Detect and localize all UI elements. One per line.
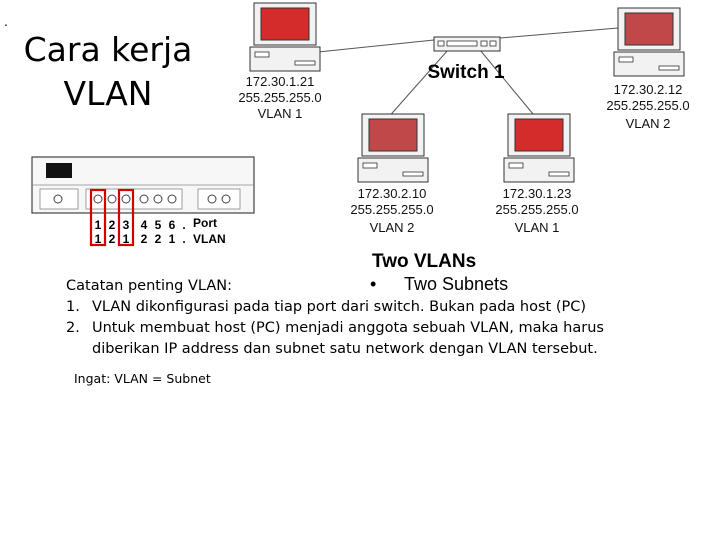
highlight-box-port-3: [117, 188, 135, 247]
link-host-3: [385, 49, 449, 121]
port-number: 2: [109, 218, 116, 232]
link-host-1: [317, 39, 435, 53]
host-2-vlan: VLAN 2: [626, 116, 671, 131]
host-1-vlan: VLAN 1: [258, 106, 303, 121]
port-number: 5: [155, 218, 162, 232]
notes-heading: Catatan penting VLAN:: [66, 278, 232, 294]
highlight-box-port-1: [89, 188, 107, 247]
link-host-4: [479, 49, 539, 121]
vlan-number: 1: [95, 232, 102, 246]
caption-bullet-item: • Two Subnets: [370, 274, 508, 295]
bullet-marker: •: [370, 274, 377, 294]
link-host-2: [499, 27, 619, 39]
host-4-ip: 172.30.1.23: [503, 186, 572, 201]
caption-title: Two VLANs: [372, 251, 477, 272]
host-2-ip: 172.30.2.12: [614, 82, 683, 97]
port-5: [153, 194, 163, 204]
switch-label: Switch 1: [427, 62, 505, 83]
pc-icon: [249, 2, 321, 72]
list-item: 2. Untuk membuat host (PC) menjadi anggo…: [66, 318, 666, 360]
list-item-text: Untuk membuat host (PC) menjadi anggota …: [92, 320, 604, 357]
reminder-note: Ingat: VLAN = Subnet: [74, 371, 211, 386]
host-3-vlan: VLAN 2: [370, 220, 415, 235]
port-number: 1: [95, 218, 102, 232]
host-4-vlan: VLAN 1: [515, 220, 560, 235]
pc-icon: [613, 7, 685, 77]
slide-marker: .: [4, 13, 8, 29]
port-4: [139, 194, 149, 204]
host-3-ip: 172.30.2.10: [358, 186, 427, 201]
slide-title: Cara kerja VLAN: [18, 28, 198, 116]
port-1: [93, 194, 103, 204]
vlan-number: 1: [169, 232, 176, 246]
port-number: 4: [141, 218, 148, 232]
port-number: .: [182, 218, 185, 232]
vlan-number: 2: [141, 232, 148, 246]
list-item-number: 1.: [66, 299, 80, 315]
vlan-number: 2: [109, 232, 116, 246]
host-2-mask: 255.255.255.0: [606, 98, 689, 113]
switch-port-panel: [31, 156, 255, 214]
list-item: 1. VLAN dikonfigurasi pada tiap port dar…: [66, 297, 666, 318]
port-number: 3: [123, 218, 130, 232]
host-4-mask: 255.255.255.0: [495, 202, 578, 217]
pc-icon: [357, 113, 429, 183]
title-line-2: VLAN: [63, 74, 153, 113]
panel-display: [46, 163, 72, 178]
list-item-number: 2.: [66, 320, 80, 336]
switch-icon: [433, 36, 501, 52]
title-line-1: Cara kerja: [23, 30, 193, 69]
host-3-mask: 255.255.255.0: [350, 202, 433, 217]
vlan-label: VLAN: [193, 232, 226, 246]
port-3: [121, 194, 131, 204]
list-item-text: VLAN dikonfigurasi pada tiap port dari s…: [92, 299, 587, 315]
pc-icon: [503, 113, 575, 183]
host-1-mask: 255.255.255.0: [238, 90, 321, 105]
vlan-number: 1: [123, 232, 130, 246]
port-number-row: 1 2 3 4 5 6 . Port: [95, 216, 217, 232]
port-6: [167, 194, 177, 204]
port-2: [107, 194, 117, 204]
notes-section: Catatan penting VLAN: 1. VLAN dikonfigur…: [66, 276, 666, 389]
caption-item-text: Two Subnets: [404, 274, 509, 294]
network-links: [317, 27, 619, 121]
vlan-number: .: [182, 232, 185, 246]
vlan-number-row: 1 2 1 2 2 1 . VLAN: [95, 232, 226, 246]
host-1-ip: 172.30.1.21: [246, 74, 315, 89]
port-label: Port: [193, 216, 217, 230]
vlan-number: 2: [155, 232, 162, 246]
port-number: 6: [169, 218, 176, 232]
